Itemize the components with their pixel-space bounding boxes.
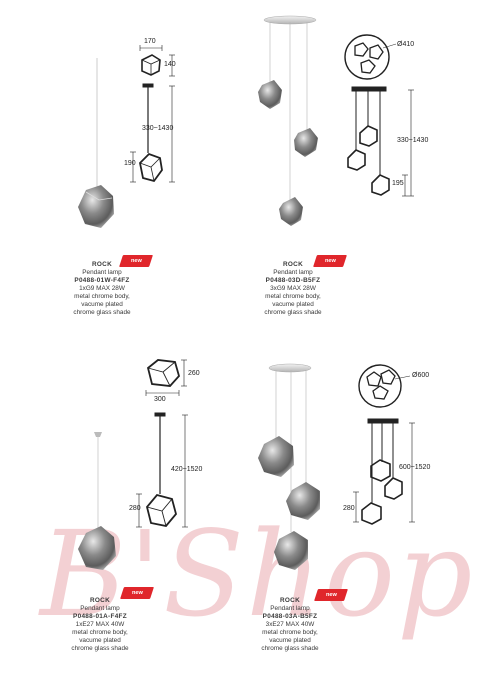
product-code: P0488-01A-F4FZ <box>73 613 127 620</box>
product-spec-plating: vacume plated <box>269 637 311 644</box>
product-name: ROCK <box>89 597 111 604</box>
dim-length: 600~1520 <box>399 464 431 471</box>
dim-width: 170 <box>144 38 156 45</box>
product-spec-plating: vacume plated <box>79 637 121 644</box>
product-1-photo <box>78 58 114 228</box>
dim-height: 260 <box>188 370 200 377</box>
product-spec-shade: chrome glass shade <box>71 645 129 652</box>
product-3-info: ROCK Pendant lamp P0488-01A-F4FZ 1xE27 M… <box>50 597 150 653</box>
dim-shade: 190 <box>124 160 136 167</box>
product-name: ROCK <box>91 261 113 268</box>
product-type: Pendant lamp <box>82 269 122 276</box>
dim-shade: 280 <box>343 505 355 512</box>
product-type: Pendant lamp <box>270 605 310 612</box>
product-4-photo <box>258 363 320 570</box>
product-spec-shade: chrome glass shade <box>261 645 319 652</box>
product-name: ROCK <box>282 261 304 268</box>
product-3-photo <box>78 432 116 570</box>
product-name: ROCK <box>279 597 301 604</box>
new-badge: new <box>313 255 347 267</box>
product-1-info: ROCK Pendant lamp P0488-01W-F4FZ 1xG9 MA… <box>52 261 152 317</box>
product-code: P0488-03D-B5FZ <box>265 277 321 284</box>
product-4-info: ROCK Pendant lamp P0488-03A-B5FZ 3xE27 M… <box>240 597 340 653</box>
product-type: Pendant lamp <box>80 605 120 612</box>
new-badge: new <box>120 587 154 599</box>
product-code: P0488-03A-B5FZ <box>262 613 318 620</box>
dim-diameter: Ø600 <box>412 372 430 379</box>
product-spec-body: metal chrome body, <box>74 293 130 300</box>
product-spec-plating: vacume plated <box>81 301 123 308</box>
product-spec-power: 1xE27 MAX 40W <box>75 621 125 628</box>
product-2-info: ROCK Pendant lamp P0488-03D-B5FZ 3xG9 MA… <box>243 261 343 317</box>
product-2-photo <box>258 15 318 226</box>
product-2-drawing <box>344 34 414 197</box>
product-type: Pendant lamp <box>273 269 313 276</box>
product-1-drawing <box>130 45 175 183</box>
product-4-drawing <box>353 364 415 525</box>
product-spec-body: metal chrome body, <box>265 293 321 300</box>
product-spec-body: metal chrome body, <box>72 629 128 636</box>
dim-shade: 280 <box>129 505 141 512</box>
new-badge: new <box>314 589 348 601</box>
product-spec-shade: chrome glass shade <box>264 309 322 316</box>
dim-length: 420~1520 <box>171 466 203 473</box>
dim-width: 300 <box>154 396 166 403</box>
dim-length: 330~1430 <box>397 137 429 144</box>
dim-height: 140 <box>164 61 176 68</box>
product-code: P0488-01W-F4FZ <box>74 277 130 284</box>
product-spec-shade: chrome glass shade <box>73 309 131 316</box>
product-spec-body: metal chrome body, <box>262 629 318 636</box>
product-spec-power: 3xG9 MAX 28W <box>270 285 316 292</box>
new-badge: new <box>119 255 153 267</box>
product-3-drawing <box>136 359 188 528</box>
dim-diameter: Ø410 <box>397 41 415 48</box>
dim-length: 330~1430 <box>142 125 174 132</box>
product-spec-power: 1xG9 MAX 28W <box>79 285 125 292</box>
product-spec-plating: vacume plated <box>272 301 314 308</box>
dim-shade: 195 <box>392 180 404 187</box>
product-spec-power: 3xE27 MAX 40W <box>265 621 315 628</box>
